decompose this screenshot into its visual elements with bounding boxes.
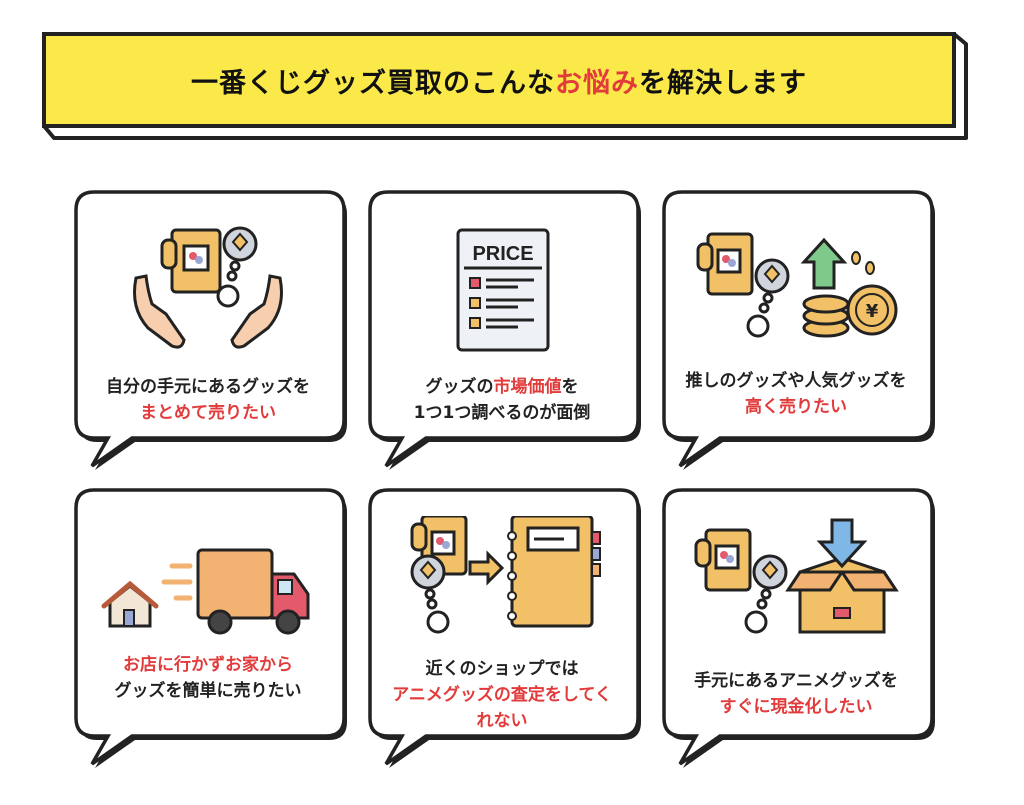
price-label: PRICE: [472, 243, 533, 265]
worry-card-3: ¥ 推しのグッズや人気グッズを 高く売りたい: [660, 188, 935, 470]
card-text-line2: 1つ1つ調べるのが面倒: [413, 403, 591, 423]
merch-notebook-icon: [410, 516, 601, 634]
card-text-line2: グッズを簡単に売りたい: [114, 681, 302, 701]
price-list-icon: PRICE: [456, 228, 550, 352]
worry-card-4: お店に行かずお家から グッズを簡単に売りたい: [72, 486, 347, 768]
card-text-line1: 近くのショップでは: [425, 659, 579, 679]
delivery-truck-icon: [101, 548, 310, 635]
merch-box-icon: [694, 518, 899, 634]
speech-bubble: [74, 190, 347, 470]
page-title: 一番くじグッズ買取のこんなお悩みを解決します: [191, 67, 807, 99]
card-text-highlight: 高く売りたい: [745, 397, 847, 417]
card-text-line1: 手元にあるアニメグッズを: [694, 671, 898, 691]
worry-card-2: PRICE グッズの市場価値を 1つ1つ調べるのが面倒: [366, 188, 641, 470]
yen-symbol-icon: ¥: [866, 301, 879, 322]
card-text-line1: 推しのグッズや人気グッズを: [685, 371, 907, 391]
card-text-line1: グッズの市場価値を: [425, 377, 579, 397]
worry-card-6: 手元にあるアニメグッズを すぐに現金化したい: [660, 486, 935, 768]
card-text-highlight: まとめて売りたい: [140, 403, 276, 423]
header-banner: 一番くじグッズ買取のこんなお悩みを解決します: [40, 30, 968, 142]
worry-card-5: 近くのショップでは アニメグッズの査定をしてく れない: [366, 486, 641, 768]
merch-coins-icon: ¥: [696, 232, 898, 338]
worry-card-1: 自分の手元にあるグッズを まとめて売りたい: [72, 188, 347, 470]
card-text-highlight: アニメグッズの査定をしてく: [392, 685, 612, 705]
card-text-highlight-cont: れない: [476, 711, 528, 731]
card-text-highlight: お店に行かずお家から: [123, 655, 293, 675]
banner-frame: [42, 32, 968, 140]
card-text-line1: 自分の手元にあるグッズを: [106, 377, 310, 397]
card-text-highlight: すぐに現金化したい: [719, 697, 873, 717]
merch-hands-icon: [133, 226, 283, 349]
